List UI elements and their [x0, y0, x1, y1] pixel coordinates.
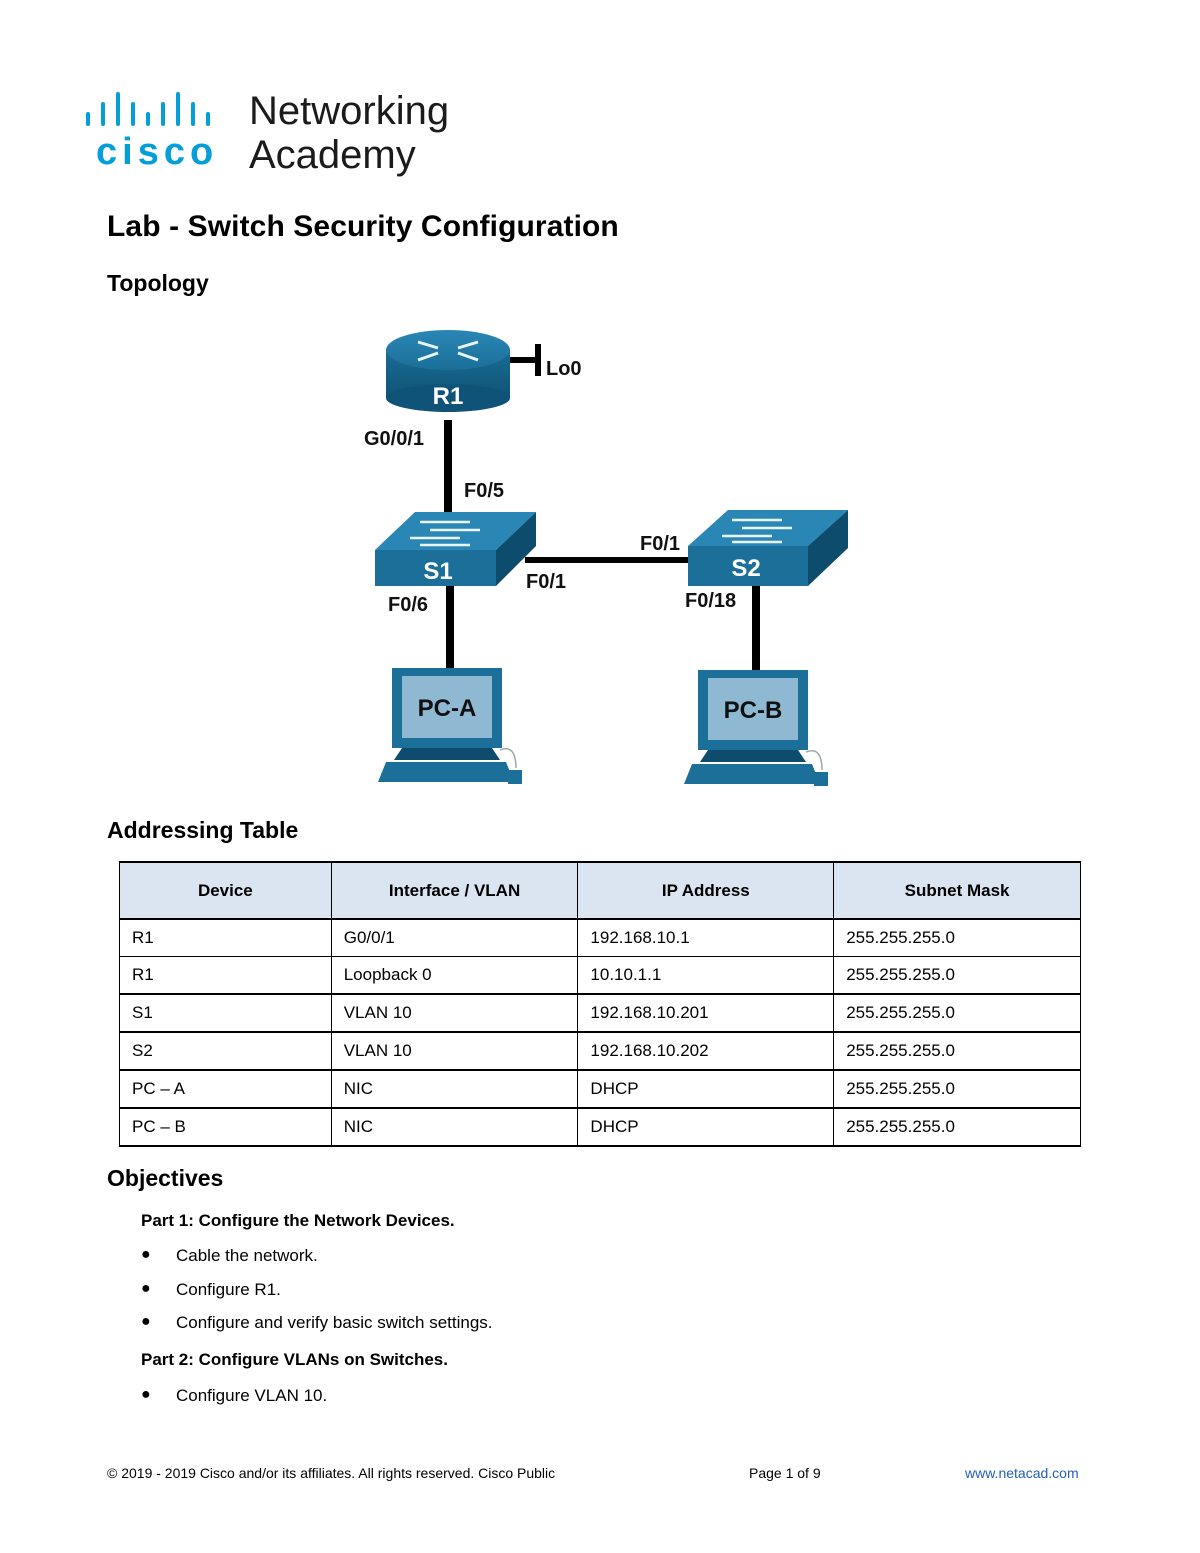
list-item-text: Cable the network. [176, 1246, 318, 1265]
part1-title: Part 1: Configure the Network Devices. [141, 1211, 455, 1230]
footer-url-link[interactable]: www.netacad.com [965, 1465, 1079, 1481]
cell: 192.168.10.1 [577, 918, 835, 957]
logo-academy: Academy [249, 133, 416, 177]
cell: DHCP [577, 1107, 835, 1147]
table-row: R1 Loopback 0 10.10.1.1 255.255.255.0 [119, 956, 1081, 995]
port-lo0: Lo0 [546, 358, 582, 380]
cell: PC – B [119, 1107, 332, 1147]
s2-label: S2 [731, 555, 760, 582]
footer-page-number: Page 1 of 9 [749, 1465, 821, 1481]
col-ip-address: IP Address [577, 861, 835, 920]
table-row: PC – B NIC DHCP 255.255.255.0 [119, 1107, 1081, 1147]
pc-a-icon: PC-A [378, 668, 522, 784]
cell: G0/0/1 [330, 918, 579, 957]
switch-s1-icon: S1 [375, 512, 536, 586]
cisco-bars-icon [86, 92, 210, 126]
bullet-icon: ● [141, 1279, 151, 1297]
page-title: Lab - Switch Security Configuration [107, 210, 619, 243]
cell: 255.255.255.0 [833, 1069, 1081, 1109]
cell: 255.255.255.0 [833, 1107, 1081, 1147]
cell: 255.255.255.0 [833, 918, 1081, 957]
cell: VLAN 10 [330, 1031, 579, 1071]
cell: S2 [119, 1031, 332, 1071]
cell: 10.10.1.1 [577, 956, 835, 995]
pc-b-label: PC-B [724, 697, 783, 724]
r1-label: R1 [433, 383, 464, 410]
list-item: ● Cable the network. [141, 1246, 493, 1280]
table-row: S1 VLAN 10 192.168.10.201 255.255.255.0 [119, 993, 1081, 1033]
col-interface: Interface / VLAN [330, 861, 579, 920]
cell: R1 [119, 956, 332, 995]
cisco-wordmark: cisco [96, 131, 218, 173]
list-item: ● Configure R1. [141, 1280, 493, 1314]
table-row: PC – A NIC DHCP 255.255.255.0 [119, 1069, 1081, 1109]
port-s1-f0-1: F0/1 [526, 571, 566, 593]
part2-title: Part 2: Configure VLANs on Switches. [141, 1350, 448, 1369]
cell: 192.168.10.201 [577, 993, 835, 1033]
col-subnet-mask: Subnet Mask [833, 861, 1081, 920]
objectives-heading: Objectives [107, 1165, 224, 1191]
cell: S1 [119, 993, 332, 1033]
addressing-table: Device Interface / VLAN IP Address Subne… [119, 861, 1081, 1147]
cisco-networking-academy-logo: cisco Networking Academy [86, 89, 449, 177]
table-row: R1 G0/0/1 192.168.10.1 255.255.255.0 [119, 918, 1081, 957]
cell: 255.255.255.0 [833, 1031, 1081, 1071]
cell: VLAN 10 [330, 993, 579, 1033]
cell: NIC [330, 1069, 579, 1109]
bullet-icon: ● [141, 1386, 151, 1403]
cell: 255.255.255.0 [833, 993, 1081, 1033]
pc-b-icon: PC-B [684, 670, 828, 786]
col-device: Device [119, 861, 332, 920]
footer-copyright: © 2019 - 2019 Cisco and/or its affiliate… [107, 1465, 556, 1481]
part1-list: ● Cable the network. ● Configure R1. ● Conf… [141, 1246, 493, 1347]
cell: NIC [330, 1107, 579, 1147]
topology-heading: Topology [107, 270, 209, 296]
switch-s2-icon: S2 [688, 510, 848, 586]
port-s2-f0-18: F0/18 [685, 590, 736, 612]
router-r1-icon: R1 [386, 330, 510, 412]
cell: 192.168.10.202 [577, 1031, 835, 1071]
topology-diagram: R1 S1 S2 PC-A [364, 330, 848, 786]
port-s1-f0-5: F0/5 [464, 480, 504, 502]
addressing-heading: Addressing Table [107, 817, 299, 843]
list-item-text: Configure R1. [176, 1279, 281, 1299]
cell: PC – A [119, 1069, 332, 1109]
cell: 255.255.255.0 [833, 956, 1081, 995]
part2-list: ● Configure VLAN 10. [141, 1386, 327, 1420]
port-s2-f0-1: F0/1 [640, 533, 680, 555]
cell: Loopback 0 [330, 956, 579, 995]
port-g0-0-1: G0/0/1 [364, 428, 424, 450]
list-item-text: Configure VLAN 10. [176, 1386, 328, 1405]
table-row: S2 VLAN 10 192.168.10.202 255.255.255.0 [119, 1031, 1081, 1071]
port-s1-f0-6: F0/6 [388, 594, 428, 616]
cell: DHCP [577, 1069, 835, 1109]
bullet-icon: ● [141, 1246, 151, 1263]
list-item: ● Configure and verify basic switch setti… [141, 1313, 493, 1347]
pc-a-label: PC-A [418, 695, 477, 722]
list-item: ● Configure VLAN 10. [141, 1386, 327, 1420]
table-header-row: Device Interface / VLAN IP Address Subne… [119, 861, 1081, 920]
logo-networking: Networking [249, 89, 449, 133]
list-item-text: Configure and verify basic switch settin… [176, 1313, 493, 1332]
cell: R1 [119, 918, 332, 957]
s1-label: S1 [423, 558, 452, 585]
bullet-icon: ● [141, 1313, 151, 1330]
